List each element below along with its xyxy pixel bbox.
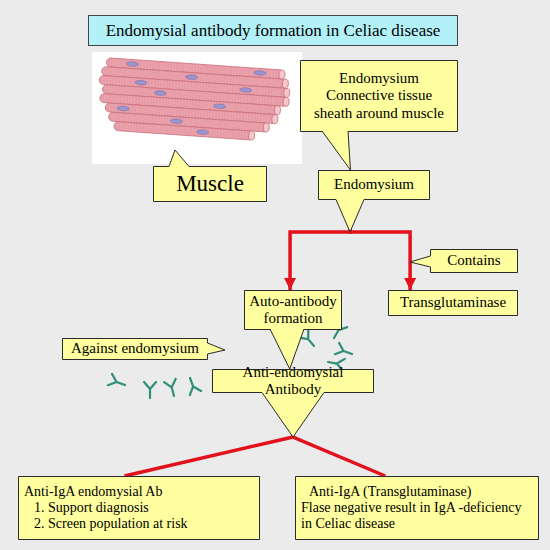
node-text: Endomysium (322, 176, 426, 193)
callout-pointer (322, 131, 350, 171)
antibody-icon (164, 379, 180, 398)
nucleus (185, 75, 197, 80)
node-text: Muscle (157, 171, 263, 197)
antibody-icon (108, 374, 127, 391)
fiber-end (274, 106, 281, 115)
fiber-end (283, 97, 290, 106)
flow-connector (124, 393, 293, 476)
nucleus (213, 104, 225, 109)
node-text: Against endomysium (66, 340, 204, 357)
antibody-icon (144, 382, 156, 398)
callout-pointer (270, 329, 304, 370)
node-text: Anti-endomysial Antibody (216, 364, 370, 399)
nucleus (135, 80, 147, 85)
node-text: 2. Screen population at risk (24, 516, 254, 532)
callout-box: Endomysium Connective tissue sheath arou… (300, 60, 458, 132)
muscle-illustration (96, 57, 292, 142)
callout-box: Muscle (153, 166, 267, 202)
antibody-icon (184, 376, 201, 395)
flow-connector (350, 200, 410, 290)
nucleus (254, 70, 266, 75)
fiber-end (272, 114, 279, 123)
pointer-outline (322, 131, 350, 170)
box-outline-path (389, 291, 518, 316)
antibody-icon (299, 330, 318, 350)
fiber-end (283, 88, 290, 97)
callout-box: Contains (430, 249, 518, 273)
node-text: Auto-antibody formation (247, 293, 339, 328)
node-text: Transglutaminase (392, 294, 514, 311)
callout-box: Endomysium (318, 170, 430, 200)
nucleus (197, 130, 209, 135)
nucleus (117, 106, 129, 111)
callout-box: Anti-endomysial Antibody (212, 369, 374, 393)
nucleus (170, 119, 182, 124)
antibody-icon (335, 343, 354, 360)
node-text: Anti-IgA (Transglutaminase) (301, 484, 533, 500)
fiber-end (248, 131, 255, 140)
nucleus (126, 61, 138, 66)
fiber-end (279, 70, 286, 79)
process-box: Auto-antibody formation (244, 290, 342, 330)
result-box: Anti-IgA (Transglutaminase)Flase negativ… (295, 476, 539, 540)
node-text: Flase negative result in IgA -deficiency… (301, 500, 533, 532)
pointer-outline (270, 329, 304, 369)
pointer-fill (322, 131, 350, 171)
flow-connector (293, 393, 385, 476)
box-outline-path (19, 477, 260, 540)
nucleus (240, 87, 252, 92)
box-outline-path (63, 339, 226, 360)
fiber-end (263, 123, 270, 132)
node-text: Endomysium Connective tissue sheath arou… (309, 70, 449, 122)
node-text: Contains (434, 252, 514, 269)
box-outline-path (154, 150, 267, 202)
box-outline-path (296, 477, 539, 540)
process-box: Transglutaminase (388, 290, 518, 316)
fiber-end (282, 79, 289, 88)
node-text: 1. Support diagnosis (24, 500, 254, 516)
result-box: Anti-IgA endomysial Ab1. Support diagnos… (18, 476, 260, 540)
pointer-fill (270, 329, 304, 370)
flow-connector (290, 200, 350, 290)
callout-box: Against endomysium (62, 338, 208, 360)
box-outline-path (301, 61, 458, 132)
box-outline-path (319, 171, 430, 233)
illustration-background (92, 52, 302, 164)
node-text: Anti-IgA endomysial Ab (24, 484, 254, 500)
diagram-title: Endomysial antibody formation in Celiac … (88, 15, 458, 46)
nucleus (154, 90, 166, 95)
box-outline-path (410, 250, 518, 273)
muscle-fiber (114, 121, 254, 140)
box-outline-path (245, 291, 342, 330)
